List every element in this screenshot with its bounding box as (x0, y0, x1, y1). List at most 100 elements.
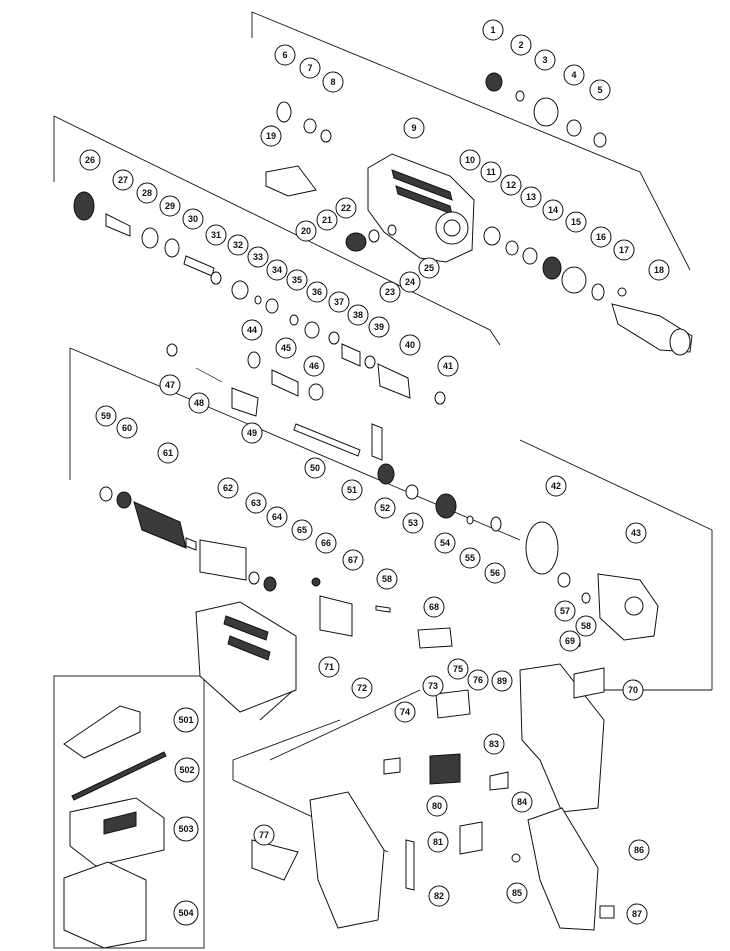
callout-circle (467, 669, 489, 691)
callout-number: 40 (405, 340, 415, 350)
callout-circle (136, 182, 158, 204)
callout-circle (247, 246, 269, 268)
callout-number: 81 (433, 837, 443, 847)
part-callout-61: 61 (157, 442, 179, 464)
callout-number: 13 (526, 192, 536, 202)
part-callout-73: 73 (422, 675, 444, 697)
callout-circle (520, 186, 542, 208)
callout-number: 7 (307, 63, 312, 73)
callout-number: 74 (400, 707, 410, 717)
callout-circle (484, 562, 506, 584)
callout-number: 70 (628, 685, 638, 695)
callout-number: 35 (292, 275, 302, 285)
callout-circle (506, 882, 528, 904)
callout-number: 61 (163, 448, 173, 458)
callout-circle (427, 831, 449, 853)
callout-circle (174, 757, 200, 783)
callout-number: 64 (272, 512, 282, 522)
callout-circle (241, 319, 263, 341)
callout-circle (590, 226, 612, 248)
part-callout-32: 32 (227, 234, 249, 256)
callout-circle (347, 304, 369, 326)
callout-number: 59 (101, 411, 111, 421)
part-callout-81: 81 (427, 831, 449, 853)
callout-number: 57 (560, 606, 570, 616)
part-callout-31: 31 (205, 224, 227, 246)
part-callout-16: 16 (590, 226, 612, 248)
callout-circle (173, 707, 199, 733)
part-callout-19: 19 (260, 125, 282, 147)
callout-circle (491, 670, 513, 692)
callout-number: 504 (178, 908, 193, 918)
part-callout-35: 35 (286, 269, 308, 291)
callout-number: 27 (118, 175, 128, 185)
callout-number: 12 (506, 180, 516, 190)
callout-circle (188, 392, 210, 414)
part-callout-71: 71 (318, 656, 340, 678)
part-callout-13: 13 (520, 186, 542, 208)
callout-circle (613, 239, 635, 261)
part-callout-64: 64 (266, 506, 288, 528)
part-callout-76: 76 (467, 669, 489, 691)
part-callout-30: 30 (182, 208, 204, 230)
callout-circle (563, 64, 585, 86)
callout-circle (625, 522, 647, 544)
callout-circle (157, 442, 179, 464)
callout-circle (299, 57, 321, 79)
callout-number: 10 (465, 155, 475, 165)
callout-circle (426, 795, 448, 817)
callout-circle (274, 44, 296, 66)
part-callout-9: 9 (403, 117, 425, 139)
callout-number: 73 (428, 681, 438, 691)
part-callout-14: 14 (542, 199, 564, 221)
callout-number: 43 (631, 528, 641, 538)
part-callout-70: 70 (622, 679, 644, 701)
callout-number: 50 (310, 463, 320, 473)
part-callout-39: 39 (368, 316, 390, 338)
callout-circle (304, 457, 326, 479)
part-callout-68: 68 (423, 596, 445, 618)
part-callout-49: 49 (241, 422, 263, 444)
callout-circle (399, 271, 421, 293)
callout-circle (480, 161, 502, 183)
callout-number: 9 (411, 123, 416, 133)
part-callout-80: 80 (426, 795, 448, 817)
spindle-clutch-parts (73, 191, 446, 417)
callout-number: 67 (348, 555, 358, 565)
part-callout-17: 17 (613, 239, 635, 261)
part-callout-63: 63 (245, 492, 267, 514)
callout-circle (112, 169, 134, 191)
callout-number: 87 (632, 909, 642, 919)
callout-number: 86 (634, 845, 644, 855)
callout-number: 82 (434, 891, 444, 901)
part-callout-37: 37 (328, 291, 350, 313)
part-callout-22: 22 (335, 197, 357, 219)
part-callout-36: 36 (306, 281, 328, 303)
part-callout-45: 45 (275, 337, 297, 359)
callout-circle (328, 291, 350, 313)
callout-circle (306, 281, 328, 303)
callout-circle (291, 519, 313, 541)
callout-number: 6 (282, 50, 287, 60)
part-callout-23: 23 (379, 281, 401, 303)
callout-circle (266, 259, 288, 281)
callout-number: 52 (380, 503, 390, 513)
callout-circle (403, 117, 425, 139)
callout-number: 68 (429, 602, 439, 612)
callout-circle (376, 568, 398, 590)
callout-circle (379, 281, 401, 303)
callout-number: 56 (490, 568, 500, 578)
callout-number: 37 (334, 297, 344, 307)
part-callout-69: 69 (559, 630, 581, 652)
callout-circle (322, 71, 344, 93)
callout-number: 11 (486, 167, 496, 177)
callout-number: 3 (542, 55, 547, 65)
callout-circle (266, 506, 288, 528)
callout-number: 71 (324, 662, 334, 672)
callout-number: 62 (223, 483, 233, 493)
callout-number: 58 (581, 621, 591, 631)
part-callout-53: 53 (402, 512, 424, 534)
callout-number: 20 (301, 226, 311, 236)
part-callout-43: 43 (625, 522, 647, 544)
callout-circle (542, 199, 564, 221)
